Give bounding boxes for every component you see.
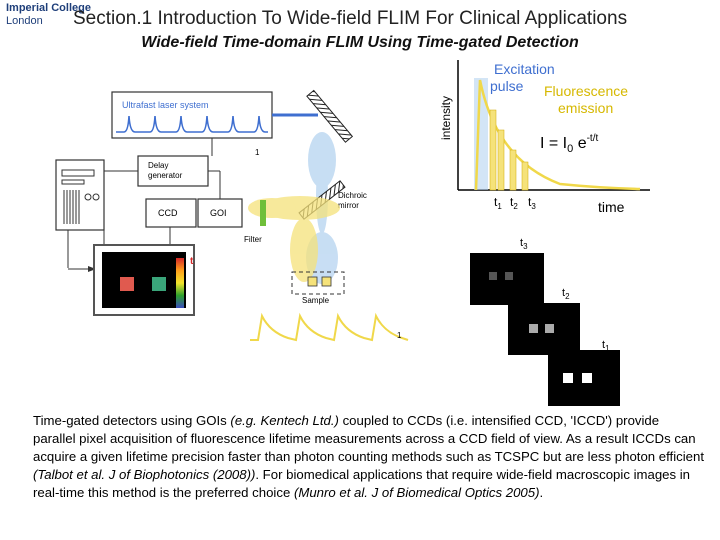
ccd-box [145,198,197,228]
acquired-image-right [152,277,166,291]
image-t2 [508,303,580,355]
caption-ref-kentech: (e.g. Kentech Ltd.) [230,413,339,428]
excitation-label-1: Excitation [494,61,555,77]
fluorescence-decay-curve [474,79,641,191]
gate-t1-label: t1 [494,195,502,211]
time-axis-label: time [598,199,625,215]
delay-generator-label-1: Delay [148,161,168,170]
gated-image-stack: t3 t2 t1 [470,237,620,406]
fluorescence-label-2: emission [558,100,613,116]
ccd-label: CCD [158,208,178,218]
caption-ref-talbot: (Talbot et al. J of Biophotonics (2008)) [33,467,256,482]
t-marker: t [190,256,194,267]
fluorescence-decay-train [250,312,409,342]
delay-generator-label-2: generator [148,171,183,180]
decay-equation: I = I0 e-t/t [540,133,598,155]
computer [55,159,105,272]
acquired-image-left [120,277,134,291]
filter [260,200,266,226]
image-t3-label: t3 [520,237,528,251]
dichroic-label-2: mirror [338,201,359,210]
decay-plot: intensity Excitation pulse Fluorescence … [439,60,650,215]
trigger-wiring [103,138,221,251]
caption-part-2: coupled to CCDs (i.e. intensified CCD, '… [33,413,704,464]
gate-t3-label: t3 [528,195,536,211]
trigger-label-lower: 1 [397,331,402,340]
steering-mirror [306,89,354,143]
logo-line-1: Imperial College [6,2,91,14]
sample: Sample [291,271,345,305]
laser-system: Ultrafast laser system 1 [111,91,318,157]
filter-label: Filter [244,235,262,244]
goi-label: GOI [210,208,227,218]
intensity-axis-label: intensity [439,96,453,140]
image-t1-label: t1 [602,339,610,353]
excitation-label-2: pulse [490,78,524,94]
laser-pulse-train [116,115,268,133]
laser-label: Ultrafast laser system [122,100,209,110]
imperial-college-logo: Imperial College London [6,2,91,28]
gate-bars [489,109,529,191]
monitor: t [93,244,195,316]
trigger-label-upper: 1 [255,148,260,157]
flim-diagram: Ultrafast laser system 1 Dichroic mirror… [55,60,650,406]
slide-subtitle: Wide-field Time-domain FLIM Using Time-g… [141,34,579,51]
image-t2-label: t2 [562,287,570,301]
colour-scale [176,258,184,308]
caption-part-3: . For biomedical applications that requi… [33,467,691,500]
logo-line-2: London [6,15,43,27]
delay-generator-box [137,155,209,187]
laser-box [111,91,273,139]
fluorescence-label-1: Fluorescence [544,83,628,99]
dichroic-label-1: Dichroic [338,191,367,200]
goi-box [197,198,243,228]
gate-t2-label: t2 [510,195,518,211]
caption-part-1: Time-gated detectors using GOIs [33,413,231,428]
slide-title: Section.1 Introduction To Wide-field FLI… [73,8,628,29]
sample-label: Sample [302,296,330,305]
caption-ref-munro: (Munro et al. J of Biomedical Optics 200… [293,485,540,500]
caption-paragraph: Time-gated detectors using GOIs (e.g. Ke… [33,412,705,502]
caption-part-4: . [539,485,544,500]
